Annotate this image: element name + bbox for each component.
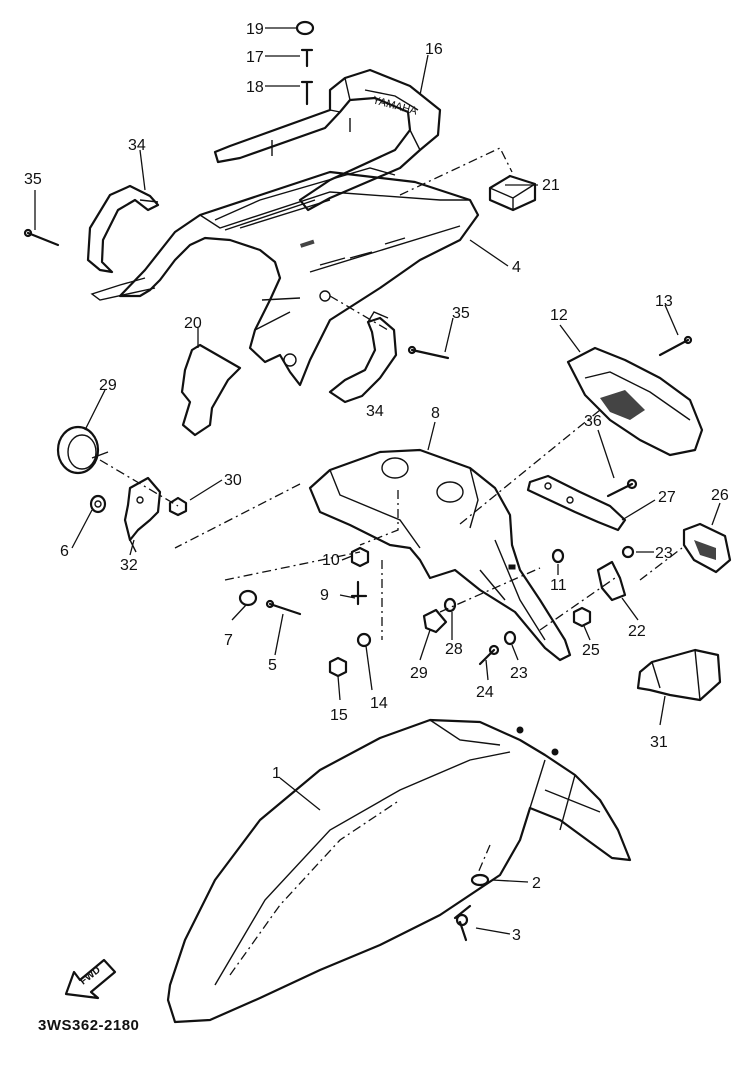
callout-20: 20 xyxy=(184,315,202,332)
callout-9: 9 xyxy=(320,587,329,604)
callout-21: 21 xyxy=(542,177,560,194)
fasteners xyxy=(23,20,693,942)
callout-23-lower: 23 xyxy=(510,665,528,682)
callout-28: 28 xyxy=(445,641,463,658)
callout-numbers: 19 17 18 16 34 35 21 4 13 12 35 20 29 34… xyxy=(24,21,729,944)
callout-4: 4 xyxy=(512,259,521,276)
callout-32: 31 xyxy=(650,734,668,751)
callout-11: 11 xyxy=(550,577,567,594)
callout-31: 30 xyxy=(224,472,242,489)
callout-13: 13 xyxy=(655,293,673,310)
callout-10: 10 xyxy=(322,552,340,569)
callout-18: 18 xyxy=(246,79,264,96)
callout-17: 17 xyxy=(246,49,264,66)
diagram-code: 3WS362-2180 xyxy=(38,1017,140,1034)
callout-6: 6 xyxy=(60,543,69,560)
fender-bracket-part-8 xyxy=(308,448,572,662)
callout-2: 2 xyxy=(532,875,541,892)
callout-30: 29 xyxy=(99,377,117,394)
callout-12: 12 xyxy=(550,307,568,324)
callout-29: 29 xyxy=(410,665,428,682)
callout-22: 22 xyxy=(628,623,646,640)
callout-7: 7 xyxy=(224,632,233,649)
callout-25: 26 xyxy=(711,487,729,504)
bracket-part-32 xyxy=(636,648,722,702)
plate-bracket-part-27 xyxy=(526,474,627,532)
collar-part-6 xyxy=(89,494,107,514)
callout-26: 25 xyxy=(582,642,600,659)
callout-14: 14 xyxy=(370,695,388,712)
grab-handle-part-34-right xyxy=(328,311,398,404)
taillight-cover-part-12 xyxy=(566,346,704,457)
callout-8: 8 xyxy=(431,405,440,422)
callout-33: 32 xyxy=(120,557,138,574)
nut-part-31 xyxy=(168,496,188,517)
callout-5: 5 xyxy=(268,657,277,674)
callout-35-right: 35 xyxy=(452,305,470,322)
callout-36: 36 xyxy=(584,413,602,430)
callout-1: 1 xyxy=(272,765,281,782)
leader-lines xyxy=(34,27,721,935)
callout-24: 24 xyxy=(476,684,494,701)
callout-34-top: 34 xyxy=(128,137,146,154)
callout-3: 3 xyxy=(512,927,521,944)
block-part-21 xyxy=(488,174,537,212)
svg-text:YAMAHA: YAMAHA xyxy=(371,94,419,118)
callout-19: 19 xyxy=(246,21,264,38)
callout-23-upper: 23 xyxy=(655,545,673,562)
callout-16: 16 xyxy=(425,41,443,58)
grab-handle-part-34-left xyxy=(86,184,160,274)
license-light-part-25 xyxy=(682,522,732,574)
callout-34-bottom: 34 xyxy=(366,403,384,420)
rear-cover-part-4 xyxy=(90,167,480,387)
protector-part-20 xyxy=(180,343,242,437)
callout-15: 15 xyxy=(330,707,348,724)
forward-arrow-icon: FWD xyxy=(64,958,117,1000)
rear-fender-part-1 xyxy=(166,718,632,1024)
bracket-part-22 xyxy=(596,560,627,602)
callout-35-left: 35 xyxy=(24,171,42,188)
assembly-lines xyxy=(99,147,683,881)
bracket-part-33 xyxy=(123,476,162,553)
callout-27: 27 xyxy=(658,489,676,506)
reflector-part-30 xyxy=(56,425,109,475)
